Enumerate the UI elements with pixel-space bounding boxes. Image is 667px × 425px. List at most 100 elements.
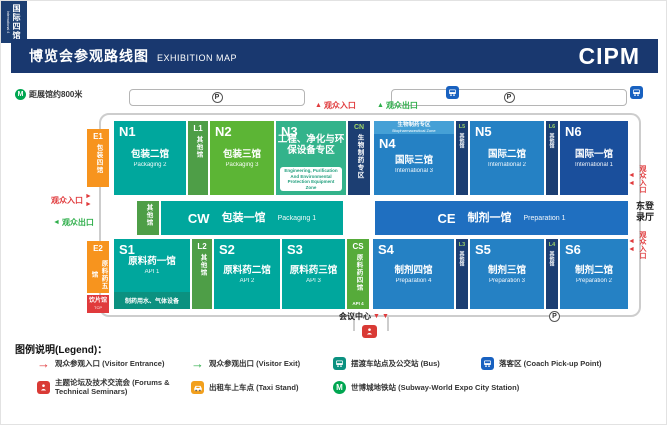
- hall-id: N2: [215, 124, 232, 139]
- visitor-entrance-marker-north: 观众入口: [315, 100, 356, 111]
- hall-name-en: TCP: [94, 305, 102, 310]
- hall-name-zh: 饮片馆: [88, 298, 107, 304]
- hall-name-en-box: Engineering, Purification And Environmen…: [280, 167, 342, 191]
- biopharma-zone-band: 生物制药专区 Biopharmaceutical Zone: [374, 121, 454, 134]
- hall-name-zh: 原料药三馆: [289, 264, 338, 276]
- hall-name-zh: 其他馆: [548, 251, 555, 266]
- hall-l6-other: L6 其他馆: [546, 121, 558, 195]
- visitor-entrance-marker-east-top: 观众入口: [628, 165, 647, 193]
- entrance-label: 观众入口: [638, 165, 646, 193]
- hall-name-en: International 2: [487, 161, 527, 168]
- hall-n6-international1: N6 国际一馆 International 1: [560, 121, 628, 195]
- hall-s4-preparation4: S4 制剂四馆 Preparation 4: [373, 239, 454, 309]
- metro-distance-text: 距展馆约800米: [29, 90, 83, 99]
- hall-id: N4: [379, 136, 396, 151]
- legend-label: 摆渡车站点及公交站 (Bus): [351, 359, 440, 368]
- legend-item-taxi: 出租车上车点 (Taxi Stand): [191, 381, 298, 394]
- hall-id: N1: [119, 124, 136, 139]
- hall-ce-preparation1: CE 制剂一馆 Preparation 1: [375, 201, 628, 235]
- entrance-arrow-icon: [37, 357, 50, 370]
- east-registration-hall-label: 东登录厅: [635, 201, 654, 222]
- conference-label: 会议中心: [339, 312, 371, 321]
- visitor-entrance-marker-west: 观众入口: [51, 193, 92, 208]
- water-gas-zone-band: 制药用水、气体设备: [114, 292, 190, 309]
- road-spur: [387, 317, 389, 331]
- hall-name-zh: 原料药四馆: [355, 254, 362, 292]
- parking-icon: P: [211, 92, 223, 103]
- hall-cw-packaging1: CW 包装一馆 Packaging 1: [161, 201, 343, 235]
- hall-name-zh: 其他馆: [145, 204, 152, 227]
- visitor-exit-marker-west: 观众出口: [53, 217, 94, 228]
- header-bar: 博览会参观路线图 EXHIBITION MAP CIPM: [11, 39, 658, 73]
- visitor-entrance-marker-east-bottom: 观众入口: [628, 231, 647, 259]
- road-loop: [99, 113, 641, 317]
- hall-id: N6: [565, 124, 582, 139]
- hall-s2-api2: S2 原料药二馆 API 2: [214, 239, 280, 309]
- hall-name-zh: 工程、净化与环保设备专区: [277, 134, 345, 156]
- parking-strip-west: P: [129, 89, 305, 106]
- down-arrow-icon: [373, 313, 380, 320]
- hall-id: S1: [119, 242, 135, 257]
- band-zh: 生物制药专区: [397, 121, 431, 128]
- hall-e1: E1 包装四馆: [87, 129, 109, 187]
- coach-pickup-icon: [481, 357, 494, 370]
- hall-id: L3: [458, 242, 466, 248]
- cipm-logo: CIPM: [578, 42, 640, 69]
- left-arrows-icon: [628, 238, 635, 253]
- hall-name-zh: 国际一馆: [574, 148, 613, 160]
- hall-n4-international3: 生物制药专区 Biopharmaceutical Zone N4 国际三馆 In…: [374, 121, 454, 195]
- hall-international4: International 4 国际四馆: [1, 1, 27, 43]
- coach-pickup-icon: [630, 86, 643, 99]
- hall-l3-other: L3 其他馆: [456, 239, 468, 309]
- right-arrows-icon: [85, 193, 92, 208]
- hall-e2: E2 原料药五馆: [87, 241, 109, 293]
- page-title: 博览会参观路线图 EXHIBITION MAP: [29, 46, 237, 66]
- hall-name-en: Preparation 3: [488, 277, 526, 284]
- hall-name-zh: 制剂一馆: [467, 211, 512, 224]
- hall-id: CE: [437, 210, 456, 226]
- legend-label: 观众参观出口 (Visitor Exit): [209, 359, 301, 368]
- hall-l5-other: L5 其他馆: [456, 121, 468, 195]
- hall-n1-packaging2: N1 包装二馆 Packaging 2: [114, 121, 186, 195]
- metro-distance-note: M 距展馆约800米: [15, 89, 82, 100]
- band-en: Biopharmaceutical Zone: [392, 127, 436, 133]
- legend-label: 落客区 (Coach Pick-up Point): [499, 359, 602, 368]
- hall-name-zh: 国际三馆: [394, 154, 433, 166]
- hall-name-zh: 原料药二馆: [223, 264, 271, 276]
- parking-strip-east: P: [391, 89, 627, 106]
- hall-name-zh: 制剂二馆: [574, 264, 613, 276]
- hall-cn-biopharma: CN 生物制药专区: [348, 121, 370, 195]
- hall-id: L6: [548, 124, 556, 130]
- hall-id: S3: [287, 242, 303, 257]
- legend-item-forums: 主题论坛及技术交流会 (Forums & Technical Seminars): [37, 378, 183, 396]
- hall-id: S4: [378, 242, 394, 257]
- exit-arrow-icon: [191, 357, 204, 370]
- metro-icon: M: [15, 89, 26, 100]
- hall-name-zh: 包装二馆: [130, 148, 169, 160]
- hall-s3-api3: S3 原料药三馆 API 3: [282, 239, 345, 309]
- left-arrows-icon: [628, 172, 635, 187]
- hall-id: CS: [352, 242, 364, 251]
- taxi-icon: [191, 381, 204, 394]
- hall-name-zh: 包装四馆: [95, 144, 102, 174]
- legend-item-coach-pickup: 落客区 (Coach Pick-up Point): [481, 357, 602, 370]
- legend-label: 主题论坛及技术交流会 (Forums & Technical Seminars): [55, 378, 170, 396]
- exit-label: 观众出口: [385, 101, 418, 110]
- hall-name-zh: 其他馆: [199, 254, 206, 277]
- hall-name-zh: 制剂三馆: [487, 264, 526, 276]
- hall-name-zh: 其他馆: [458, 251, 465, 266]
- hall-name-en: Preparation 4: [395, 277, 432, 284]
- up-arrow-icon: [315, 102, 322, 109]
- legend-item-bus: 摆渡车站点及公交站 (Bus): [333, 357, 440, 370]
- hall-name-zh: 原料药五馆: [90, 259, 107, 290]
- entrance-label: 观众入口: [51, 196, 83, 205]
- hall-id: E2: [93, 244, 103, 253]
- hall-id: E1: [93, 132, 103, 141]
- hall-id: CW: [187, 210, 210, 226]
- up-arrow-icon: [377, 102, 384, 109]
- legend-title: 图例说明(Legend)：: [15, 345, 108, 356]
- hall-id: N5: [475, 124, 492, 139]
- hall-name-zh: 包装三馆: [222, 148, 261, 160]
- hall-name-en: Packaging 1: [277, 214, 317, 222]
- hall-name-en: API 4: [352, 301, 364, 306]
